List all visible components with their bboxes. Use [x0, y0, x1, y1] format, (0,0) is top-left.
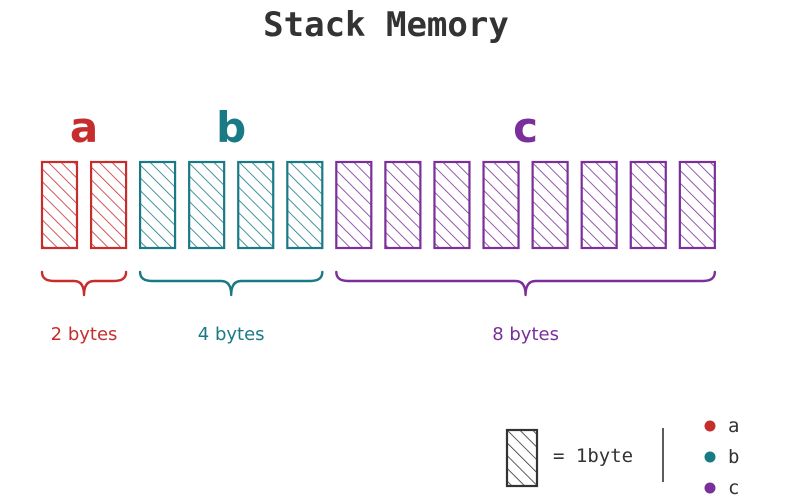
- legend-unit-box: [505, 428, 539, 488]
- variable-name-c: c: [513, 103, 538, 152]
- memory-byte-b: [138, 160, 177, 250]
- variable-groups: a 2 bytes b 4 bytes c 8 bytes: [40, 103, 717, 345]
- legend-dot-a: [704, 420, 716, 432]
- diagram-title: Stack Memory: [263, 5, 509, 45]
- size-label-c: 8 bytes: [492, 324, 559, 345]
- brace-b: [138, 270, 324, 297]
- variable-name-b: b: [216, 103, 246, 152]
- memory-byte-c: [678, 160, 716, 250]
- brace-a: [40, 270, 128, 297]
- memory-byte-c: [335, 160, 373, 250]
- variable-group-b: b 4 bytes: [138, 103, 324, 345]
- memory-byte-b: [286, 160, 324, 250]
- variable-name-a: a: [70, 103, 98, 152]
- variable-group-a: a 2 bytes: [40, 103, 128, 345]
- legend-label-b: b: [728, 446, 739, 468]
- memory-byte-a: [40, 160, 79, 250]
- memory-byte-c: [384, 160, 422, 250]
- memory-byte-b: [188, 160, 226, 250]
- legend-dot-b: [704, 451, 716, 463]
- brace-c: [335, 270, 717, 297]
- memory-byte-a: [89, 160, 128, 250]
- variable-group-c: c 8 bytes: [335, 103, 717, 345]
- legend-label-a: a: [728, 415, 739, 437]
- legend-unit-label: = 1byte: [553, 445, 633, 467]
- memory-byte-c: [531, 160, 569, 250]
- memory-byte-c: [580, 160, 618, 250]
- memory-byte-c: [482, 160, 520, 250]
- legend: = 1byte abc: [505, 415, 739, 496]
- size-label-a: 2 bytes: [51, 324, 118, 345]
- legend-label-c: c: [728, 477, 739, 496]
- memory-byte-b: [237, 160, 275, 250]
- memory-byte-c: [629, 160, 667, 250]
- memory-byte-c: [433, 160, 471, 250]
- legend-dot-c: [704, 482, 716, 494]
- size-label-b: 4 bytes: [198, 324, 265, 345]
